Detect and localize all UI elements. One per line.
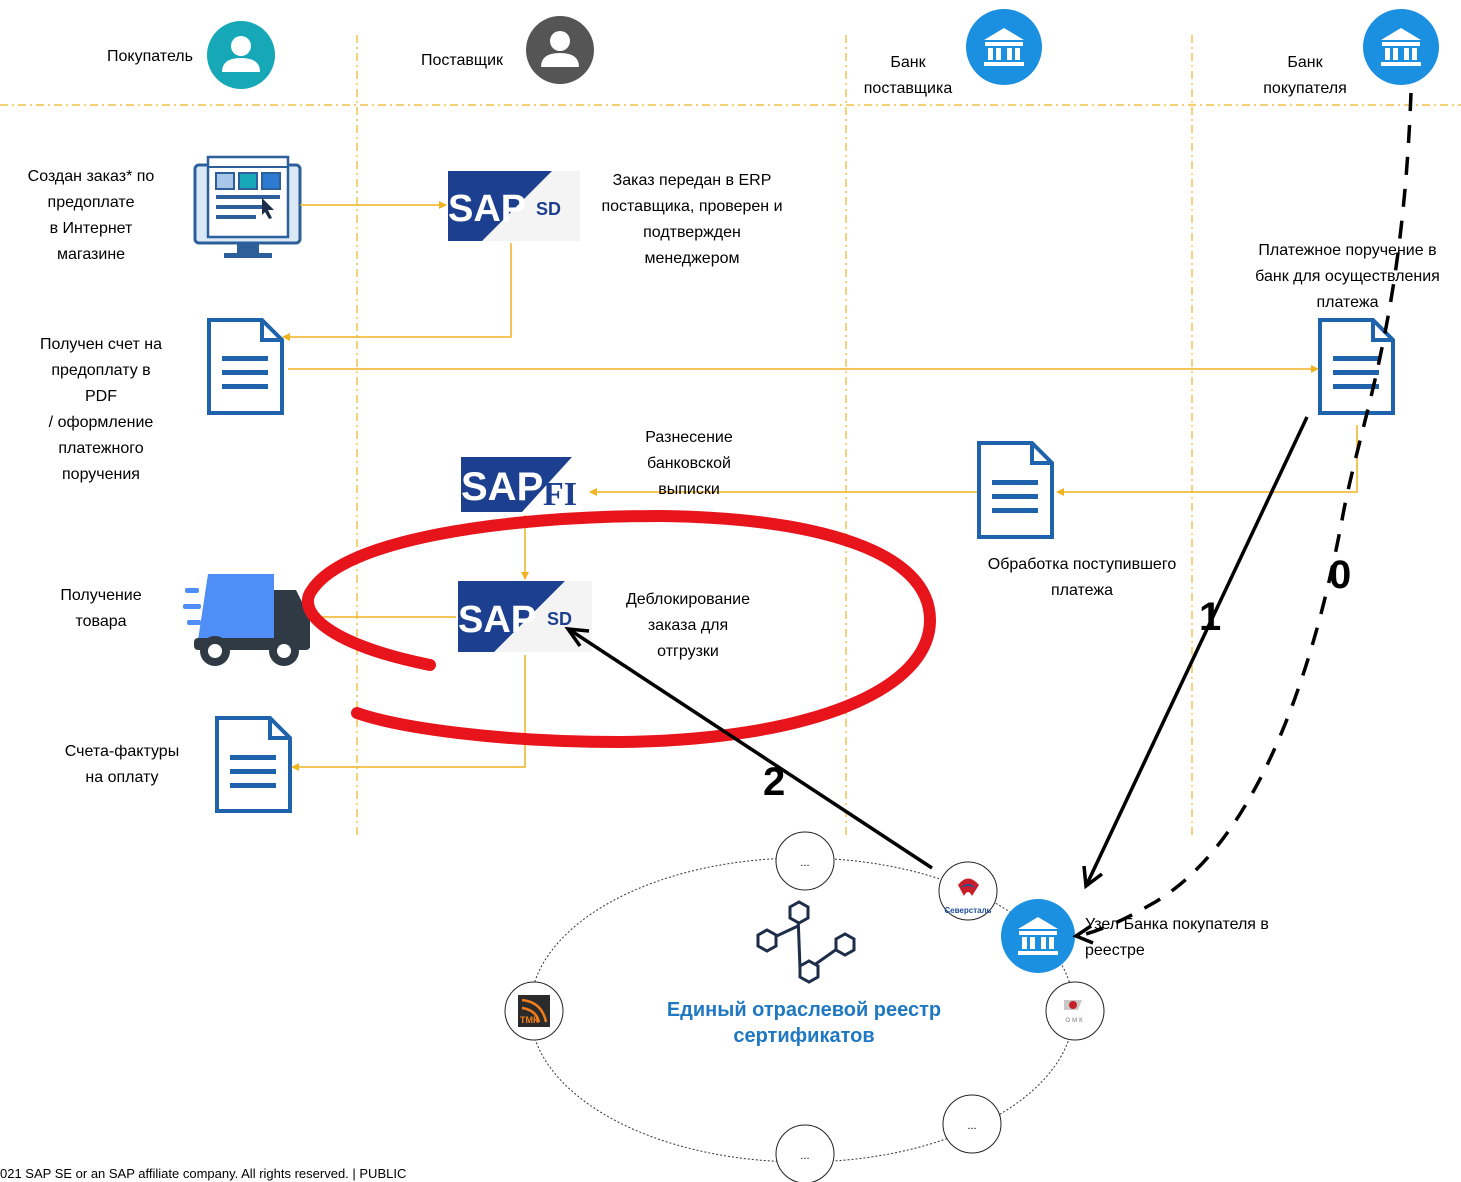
invoices-label: Счета-фактуры на оплату bbox=[64, 743, 180, 786]
sap-sd-logo-middle-sap: SAP bbox=[458, 599, 536, 641]
order-erp-label: Заказ передан в ERP поставщика, проверен… bbox=[601, 172, 783, 267]
unblock-order-label: Деблокирование заказа для отгрузки bbox=[625, 591, 751, 660]
tmk-node[interactable]: ТМК bbox=[504, 981, 564, 1041]
black-arrows bbox=[564, 92, 1413, 945]
buyer-lane-label: Покупатель bbox=[107, 48, 193, 65]
payment-order-document-icon bbox=[1318, 318, 1395, 415]
tmk-logo-text: ТМК bbox=[520, 1015, 539, 1025]
registry-node-bottom[interactable]: ... bbox=[775, 1124, 835, 1182]
buyer-bank-node-icon[interactable] bbox=[1001, 899, 1075, 973]
registry-node-bottom-right[interactable]: ... bbox=[942, 1094, 1002, 1154]
web-shop-monitor-icon bbox=[193, 155, 302, 258]
payment-processing-label: Обработка поступившего платежа bbox=[987, 556, 1177, 599]
registry-node-bottom-label: ... bbox=[800, 1150, 809, 1162]
supplier-bank-icon bbox=[966, 9, 1042, 85]
registry-node-bottom-right-label: ... bbox=[967, 1120, 976, 1132]
sap-sd-logo-top: SAP SD bbox=[448, 171, 580, 241]
delivery-truck-icon bbox=[183, 574, 310, 666]
payment-processing-document-icon bbox=[977, 441, 1054, 539]
supplier-person-icon bbox=[526, 16, 594, 84]
buyer-bank-lane-label: Банк покупателя bbox=[1263, 54, 1347, 97]
payment-order-label: Платежное поручение в банк для осуществл… bbox=[1255, 242, 1440, 311]
arrow-number-0: 0 bbox=[1329, 553, 1352, 597]
supplier-lane-label: Поставщик bbox=[420, 52, 504, 69]
sap-sd-logo-middle-sd: SD bbox=[547, 609, 572, 629]
omk-logo-text: ОМК bbox=[1065, 1018, 1084, 1024]
registry-ring: ... ... ... Северсталь ОМК ТМК bbox=[504, 831, 1105, 1182]
severstal-logo-text: Северсталь bbox=[944, 906, 991, 915]
bank-statement-label: Разнесение банковской выписки bbox=[645, 429, 733, 498]
sap-sd-logo-top-sap: SAP bbox=[448, 188, 526, 230]
invoices-document-icon bbox=[215, 716, 292, 813]
sap-fi-logo-fi: FI bbox=[543, 476, 577, 513]
arrow-number-1: 1 bbox=[1199, 595, 1222, 639]
invoice-document-icon bbox=[207, 318, 284, 415]
sap-sd-logo-middle: SAP SD bbox=[458, 581, 592, 652]
buyer-person-icon bbox=[207, 21, 275, 89]
goods-received-label: Получение товара bbox=[60, 587, 142, 630]
bank-node-label: Узел Банка покупателя в реестре bbox=[1085, 916, 1269, 959]
sap-fi-logo: SAP FI bbox=[461, 457, 577, 513]
invoice-received-label: Получен счет на предоплату в PDF / оформ… bbox=[40, 336, 162, 483]
registry-node-top[interactable]: ... bbox=[775, 831, 835, 891]
sap-fi-logo-sap: SAP bbox=[461, 465, 543, 509]
omk-node[interactable]: ОМК bbox=[1045, 981, 1105, 1041]
highlight-ellipse bbox=[301, 509, 937, 749]
copyright-footer: 021 SAP SE or an SAP affiliate company. … bbox=[0, 1166, 407, 1181]
registry-node-top-label: ... bbox=[800, 857, 809, 869]
buyer-bank-icon bbox=[1363, 9, 1439, 85]
order-created-label: Создан заказ* по предоплате в Интернет м… bbox=[27, 168, 155, 263]
registry-blockchain-icon bbox=[756, 900, 856, 984]
flow-arrows bbox=[282, 201, 1358, 771]
arrow-number-2: 2 bbox=[763, 760, 786, 804]
severstal-node[interactable]: Северсталь bbox=[938, 861, 998, 921]
sap-sd-logo-top-sd: SD bbox=[536, 199, 561, 219]
registry-title: Единый отраслевой реестр сертификатов bbox=[666, 999, 942, 1047]
supplier-bank-lane-label: Банк поставщика bbox=[863, 54, 953, 97]
